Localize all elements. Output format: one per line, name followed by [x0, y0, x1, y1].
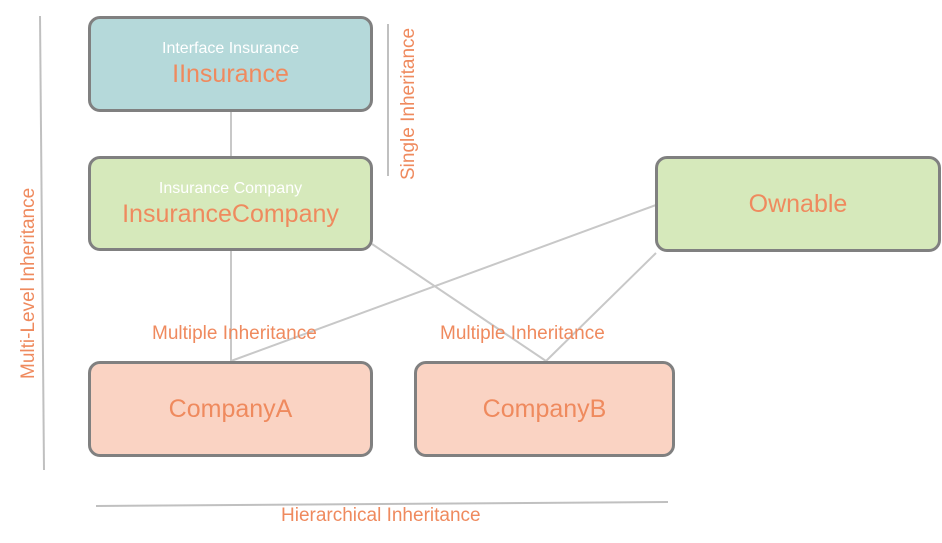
- node-insurance-company-title: InsuranceCompany: [122, 199, 339, 228]
- hierarchical-bracket: [95, 501, 669, 507]
- node-company-a-title: CompanyA: [168, 395, 293, 423]
- node-company-b-title: CompanyB: [482, 395, 607, 423]
- node-iinsurance-subtitle: Interface Insurance: [162, 40, 299, 57]
- node-ownable-title: Ownable: [748, 190, 848, 218]
- node-insurance-company: Insurance Company InsuranceCompany: [88, 156, 373, 251]
- multi-level-bracket: [39, 15, 45, 471]
- node-company-b: CompanyB: [414, 361, 675, 457]
- node-iinsurance: Interface Insurance IInsurance: [88, 16, 373, 112]
- connector-ownable-companya: [230, 204, 657, 362]
- connector-insurancecompany-companyb: [371, 243, 547, 362]
- node-iinsurance-title: IInsurance: [172, 60, 289, 88]
- label-single-inheritance: Single Inheritance: [398, 27, 419, 180]
- label-multiple-inheritance-a: Multiple Inheritance: [152, 323, 317, 344]
- node-company-a: CompanyA: [88, 361, 373, 457]
- connector-ownable-companyb: [545, 252, 657, 362]
- node-ownable: Ownable: [655, 156, 941, 252]
- label-multiple-inheritance-b: Multiple Inheritance: [440, 323, 605, 344]
- label-hierarchical-inheritance: Hierarchical Inheritance: [281, 505, 481, 526]
- node-insurance-company-subtitle: Insurance Company: [158, 179, 303, 197]
- label-multi-level-inheritance: Multi-Level Inheritance: [18, 187, 39, 379]
